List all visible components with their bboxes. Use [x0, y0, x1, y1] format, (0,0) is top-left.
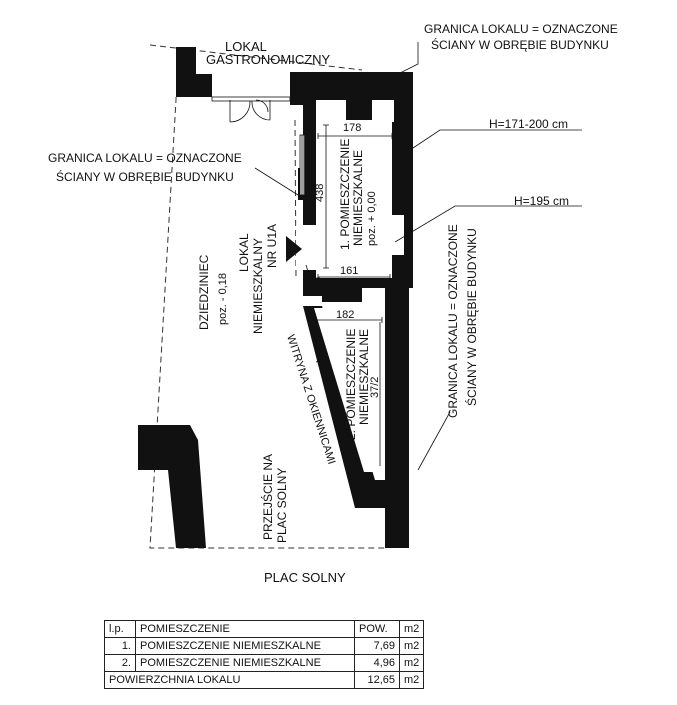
height-label-1: H=171-200 cm	[489, 117, 568, 131]
gastro-label-2: GASTRONOMICZNY	[206, 52, 331, 67]
row-unit: m2	[398, 637, 425, 655]
entry-step	[305, 264, 320, 279]
row-no: 2.	[104, 654, 136, 672]
room-1-bay	[386, 215, 404, 255]
dimension-161: 161	[340, 265, 358, 277]
total-area: 12,65	[354, 671, 400, 689]
room-1-niche	[316, 100, 346, 122]
unit-label-3: NR U1A	[265, 224, 279, 268]
courtyard-pier	[138, 425, 206, 548]
room-2-code: 37/2	[369, 377, 381, 398]
window-room-1-lines	[301, 135, 305, 195]
door-swing-inner	[255, 99, 269, 113]
gastro-label-1: LOKAL	[225, 39, 267, 54]
room-1	[316, 120, 392, 278]
header-area: POW.	[354, 620, 400, 638]
border-label-top-1: GRANICA LOKALU = OZNACZONE	[424, 22, 618, 36]
row-room: POMIESZCZENIE NIEMIESZKALNE	[135, 654, 355, 672]
room-2-type: NIEMIESZKALNE	[357, 329, 371, 425]
border-label-right-1: GRANICA LOKALU = OZNACZONE	[446, 224, 460, 418]
row-unit: m2	[398, 654, 425, 672]
square-label: PLAC SOLNY	[264, 570, 346, 585]
passage-label-2: PLAC SOLNY	[275, 468, 289, 543]
dimension-lines	[315, 124, 393, 466]
total-label: POWIERZCHNIA LOKALU	[104, 671, 355, 689]
east-wall	[385, 286, 409, 548]
unit-label-2: NIEMIESZKALNY	[251, 238, 265, 334]
row-area: 4,96	[354, 654, 400, 672]
leader-lines	[254, 42, 582, 471]
area-table: l.p. POMIESZCZENIE POW. m2 1. POMIESZCZE…	[104, 620, 425, 689]
door-swing-left	[229, 100, 251, 123]
table-header-row: l.p. POMIESZCZENIE POW. m2	[104, 620, 425, 638]
door-swing-right	[251, 100, 271, 121]
room-1-name: 1. POMIESZCZENIE	[338, 139, 352, 250]
row-no: 1.	[104, 637, 136, 655]
border-label-top-2: ŚCIANY W OBRĘBIE BUDYNKU	[431, 37, 609, 52]
courtyard-name: DZIEDZINIEC	[197, 254, 211, 330]
unit-label-1: LOKAL	[237, 233, 251, 272]
room-1-recess	[372, 100, 394, 122]
dimension-438: 438	[314, 184, 326, 202]
table-total-row: POWIERZCHNIA LOKALU 12,65 m2	[104, 671, 425, 689]
shopfront-window	[315, 359, 336, 411]
border-label-left-2: ŚCIANY W OBRĘBIE BUDYNKU	[56, 169, 234, 184]
courtyard-level: poz. - 0,18	[217, 273, 229, 325]
room-2-name: 2. POMIESZCZENIE	[344, 329, 358, 440]
room-2	[314, 308, 382, 472]
openings	[211, 96, 336, 411]
window-room-1	[299, 134, 306, 196]
total-unit: m2	[398, 671, 425, 689]
room-1-type: NIEMIESZKALNE	[351, 150, 365, 246]
room-1-level: poz. + 0,00	[366, 191, 378, 246]
table-row: 1. POMIESZCZENIE NIEMIESZKALNE 7,69 m2	[104, 637, 425, 655]
door-frame	[211, 96, 291, 102]
row-room: POMIESZCZENIE NIEMIESZKALNE	[135, 637, 355, 655]
header-no: l.p.	[104, 620, 136, 638]
border-label-left-1: GRANICA LOKALU = OZNACZONE	[48, 151, 242, 165]
passage-label-1: PRZEJŚCIE NA	[260, 454, 275, 540]
stair-arrow-icon	[286, 236, 302, 262]
header-unit: m2	[398, 620, 425, 638]
table-row: 2. POMIESZCZENIE NIEMIESZKALNE 4,96 m2	[104, 654, 425, 672]
row-area: 7,69	[354, 637, 400, 655]
border-label-right-2: ŚCIANY W OBRĘBIE BUDYNKU	[464, 228, 479, 406]
header-room: POMIESZCZENIE	[135, 620, 355, 638]
height-label-2: H=195 cm	[514, 194, 569, 208]
room-interiors	[296, 100, 404, 472]
top-left-wall	[176, 47, 212, 97]
dimension-178: 178	[343, 122, 361, 134]
dimension-182: 182	[336, 309, 354, 321]
